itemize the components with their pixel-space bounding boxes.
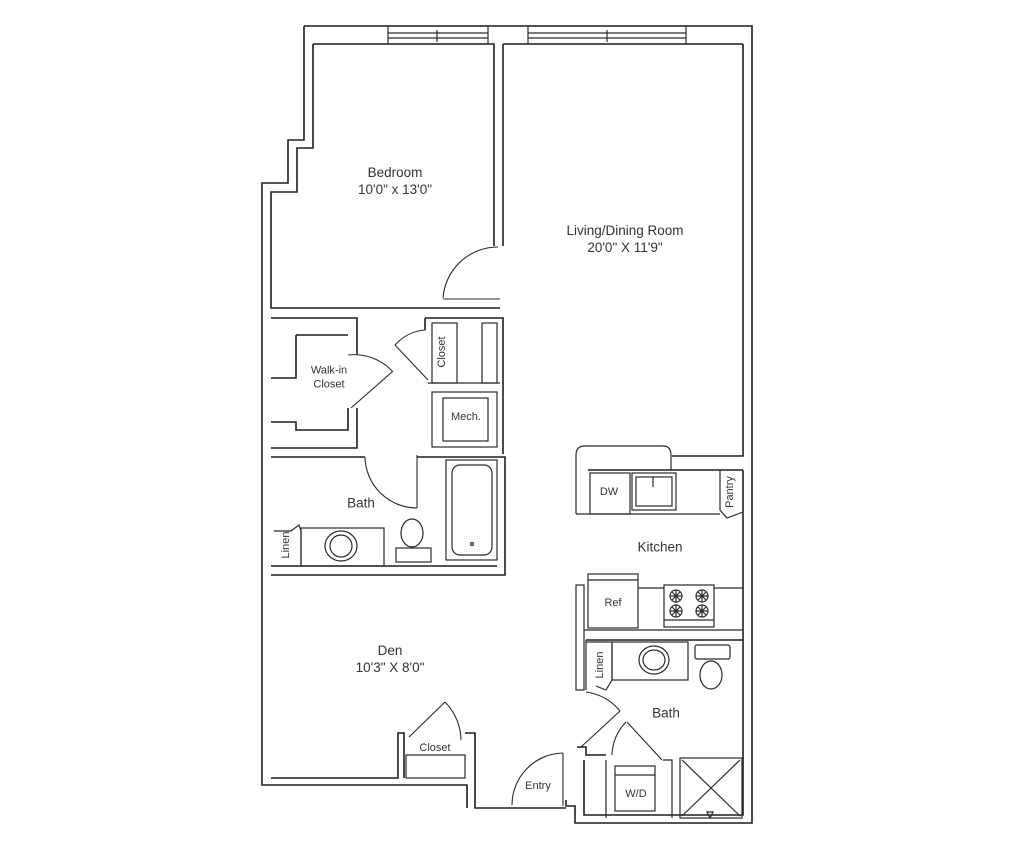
stove-burners-icon <box>669 589 709 618</box>
bath2-walls <box>577 639 743 820</box>
den-closet-walls <box>271 701 564 806</box>
room-den: Den 10'3" X 8'0" <box>356 643 425 677</box>
appliance-washer-dryer: W/D <box>625 788 647 801</box>
living-dining-dimensions: 20'0" X 11'9" <box>587 240 663 255</box>
room-linen-1: Linen <box>280 531 293 559</box>
room-bath-2: Bath <box>652 705 680 721</box>
bath1-walls <box>271 455 506 576</box>
den-name: Den <box>377 643 403 659</box>
room-linen-2: Linen <box>594 651 607 679</box>
bedroom-door <box>442 246 500 300</box>
kitchen-counters <box>575 445 744 691</box>
room-bedroom: Bedroom 10'0" x 13'0" <box>358 165 432 199</box>
room-den-closet: Closet <box>419 742 451 755</box>
walkin-closet-walls <box>271 317 394 449</box>
appliance-dishwasher: DW <box>599 486 619 499</box>
room-mech: Mech. <box>451 411 481 424</box>
room-walkin-closet: Walk-in Closet <box>311 364 347 392</box>
walkin-closet-line2: Closet <box>313 378 345 390</box>
room-bath-1: Bath <box>347 495 375 511</box>
walkin-closet-line1: Walk-in <box>310 364 348 377</box>
room-hall-closet: Closet <box>436 336 449 368</box>
appliance-refrigerator: Ref <box>604 597 622 610</box>
bedroom-name: Bedroom <box>367 165 423 181</box>
den-dimensions: 10'3" X 8'0" <box>355 660 425 675</box>
bedroom-dimensions: 10'0" x 13'0" <box>357 182 433 197</box>
room-living-dining: Living/Dining Room 20'0" X 11'9" <box>566 223 683 257</box>
room-kitchen: Kitchen <box>637 539 683 555</box>
exterior-walls <box>261 25 753 824</box>
hall-closet-walls <box>394 317 504 454</box>
windows <box>387 25 687 45</box>
living-dining-name: Living/Dining Room <box>566 223 684 239</box>
room-entry: Entry <box>525 780 551 793</box>
room-pantry: Pantry <box>724 476 737 508</box>
